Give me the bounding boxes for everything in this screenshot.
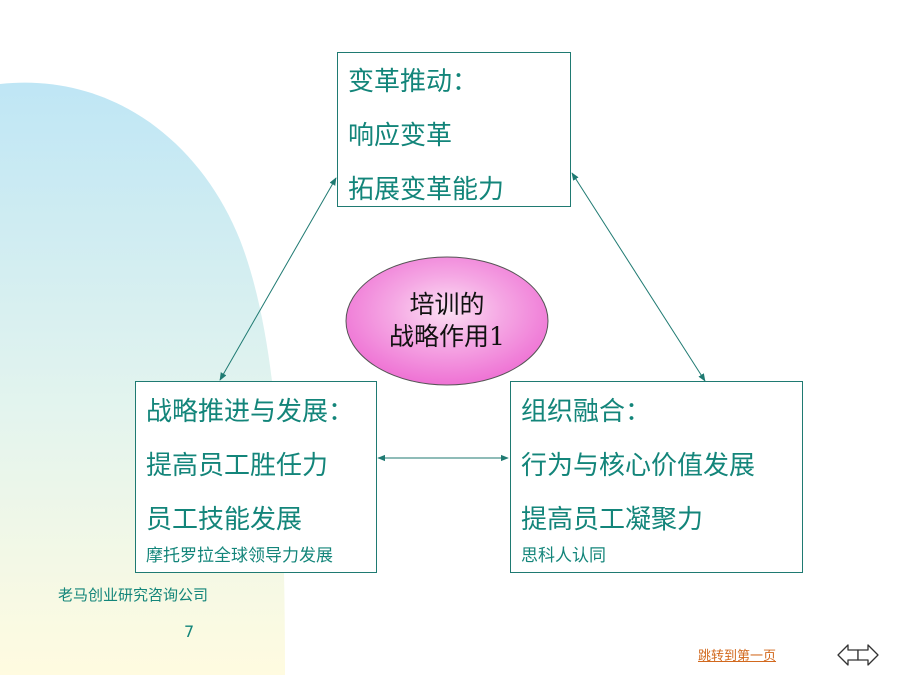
box-organization-integration: 组织融合： 行为与核心价值发展 提高员工凝聚力 思科人认同: [510, 381, 803, 573]
company-name: 老马创业研究咨询公司: [58, 586, 209, 604]
box-left-line-2: 员工技能发展: [146, 505, 303, 535]
box-top-line-2: 拓展变革能力: [348, 175, 505, 205]
center-ellipse: [345, 256, 549, 386]
jump-to-first-page-link[interactable]: 跳转到第一页: [698, 649, 777, 664]
box-right-line-2: 提高员工凝聚力: [521, 505, 704, 535]
box-right-title: 组织融合：: [521, 397, 652, 427]
box-change-driving: 变革推动： 响应变革 拓展变革能力: [337, 52, 571, 207]
center-label-line-2: 战略作用1: [389, 322, 505, 351]
arrow-top-left: [219, 177, 337, 381]
arrow-top-right: [571, 172, 706, 382]
box-left-line-1: 提高员工胜任力: [146, 451, 329, 481]
box-top-title: 变革推动：: [348, 67, 479, 97]
center-label-line-1: 培训的: [409, 290, 485, 319]
box-left-note: 摩托罗拉全球领导力发展: [146, 546, 333, 566]
page-number: 7: [184, 622, 195, 641]
arrow-right-icon[interactable]: [856, 642, 880, 668]
box-right-note: 思科人认同: [521, 546, 606, 566]
box-right-line-1: 行为与核心价值发展: [521, 451, 756, 481]
center-label: 培训的 战略作用1: [346, 256, 548, 386]
box-strategy-development: 战略推进与发展： 提高员工胜任力 员工技能发展 摩托罗拉全球领导力发展: [135, 381, 377, 573]
box-top-line-1: 响应变革: [348, 121, 453, 151]
box-left-title: 战略推进与发展：: [146, 397, 355, 427]
